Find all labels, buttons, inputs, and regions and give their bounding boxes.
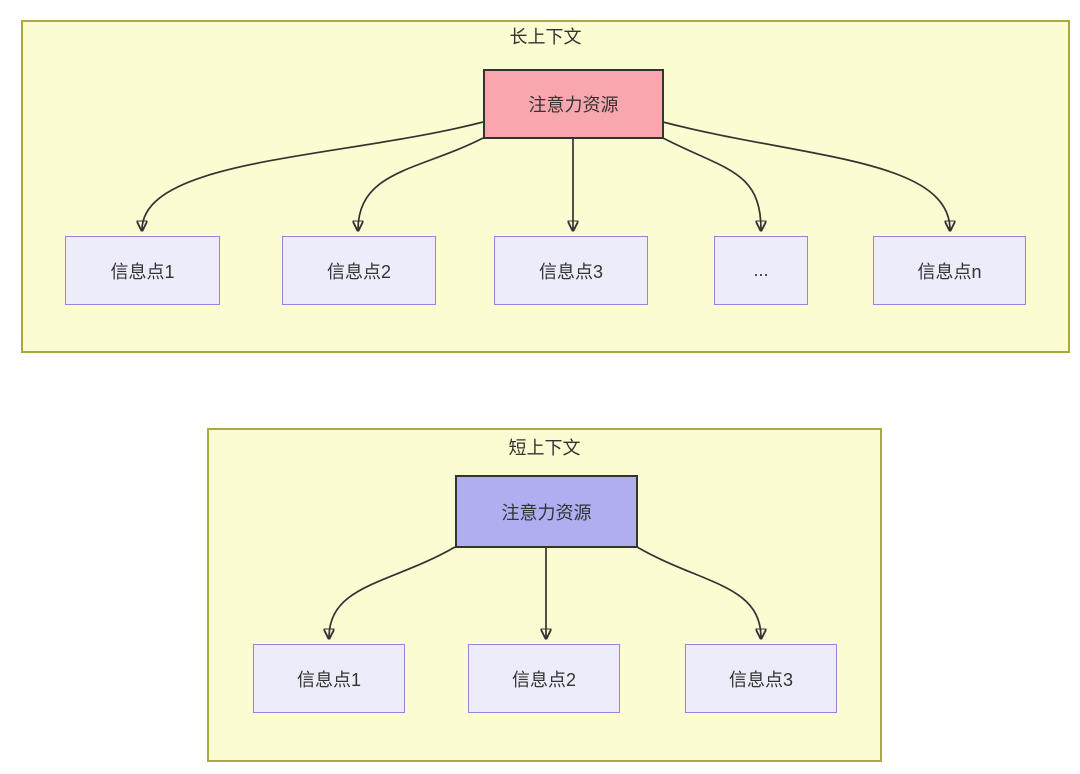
info-point-node-ellipsis: ... [714, 236, 808, 305]
info-point-node: 信息点2 [468, 644, 620, 713]
info-point-node: 信息点3 [685, 644, 837, 713]
info-point-node: 信息点3 [494, 236, 648, 305]
panel-title-short-context: 短上下文 [508, 438, 581, 458]
attention-resource-node-short: 注意力资源 [455, 475, 638, 548]
attention-resource-node-long: 注意力资源 [483, 69, 664, 139]
info-point-node: 信息点1 [65, 236, 220, 305]
info-point-node: 信息点2 [282, 236, 436, 305]
info-point-node: 信息点n [873, 236, 1026, 305]
info-point-node: 信息点1 [253, 644, 405, 713]
panel-title-long-context: 长上下文 [509, 27, 582, 47]
